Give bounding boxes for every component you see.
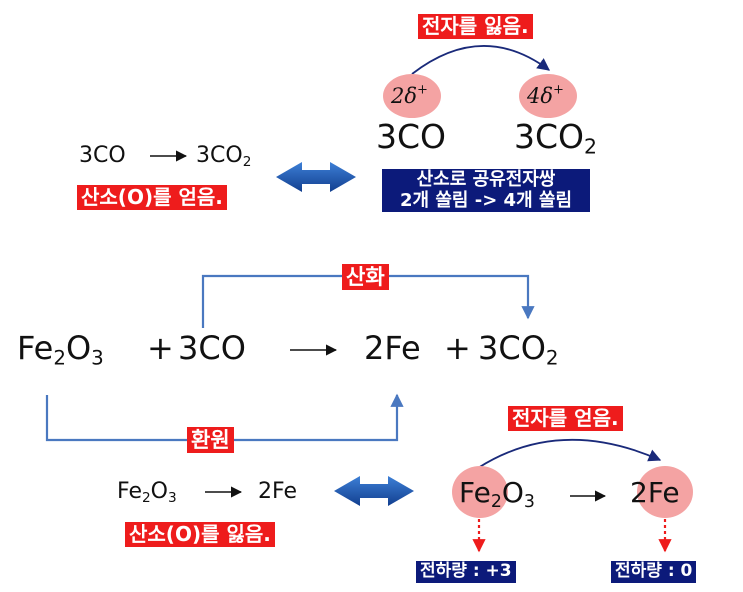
main-plus-1: +	[147, 329, 174, 367]
main-plus-2: +	[444, 329, 471, 367]
charge-circle-left	[383, 74, 441, 118]
main-product-co2: 3CO2	[478, 329, 559, 370]
product-fe-circle	[637, 466, 693, 518]
gain-oxygen-label: 산소(O)를 얻음.	[77, 185, 227, 210]
gain-electron-curve	[477, 438, 662, 469]
main-reactant-fe2o3: Fe2O3	[17, 329, 104, 370]
bottom-left-reactant: Fe2O3	[117, 479, 177, 506]
bottom-right-product: 2Fe	[630, 476, 680, 509]
oxidation-label: 산화	[342, 264, 389, 291]
main-reactant-co: 3CO	[178, 329, 246, 367]
bottom-double-arrow	[334, 476, 414, 506]
partial-charge-left: 2δ+	[391, 82, 428, 108]
top-left-reactant: 3CO	[79, 143, 126, 168]
bottom-left-product: 2Fe	[258, 479, 297, 504]
lose-electron-curve	[411, 45, 551, 75]
top-double-arrow	[276, 162, 356, 192]
gain-electron-label: 전자를 얻음.	[508, 406, 623, 431]
shared-pair-line1: 산소로 공유전자쌍	[416, 169, 556, 190]
lose-electron-label: 전자를 잃음.	[418, 14, 533, 39]
top-right-product: 3CO2	[514, 117, 598, 159]
charge-box-left: 전하량 : +3	[416, 561, 516, 583]
top-left-product: 3CO2	[196, 143, 252, 170]
lose-oxygen-label: 산소(O)를 잃음.	[125, 522, 275, 547]
shared-pair-box: 산소로 공유전자쌍 2개 쏠림 -> 4개 쏠림	[382, 169, 590, 213]
charge-circle-right	[519, 74, 577, 118]
main-product-fe: 2Fe	[364, 329, 421, 367]
reduction-label: 환원	[187, 427, 234, 454]
charge-box-right: 전하량 : 0	[611, 561, 697, 583]
top-right-reactant: 3CO	[376, 117, 447, 156]
fe-circle	[452, 466, 508, 518]
partial-charge-right: 4δ+	[527, 82, 564, 108]
shared-pair-line2: 2개 쏠림 -> 4개 쏠림	[399, 189, 573, 211]
bottom-right-reactant: Fe2O3	[459, 476, 535, 512]
